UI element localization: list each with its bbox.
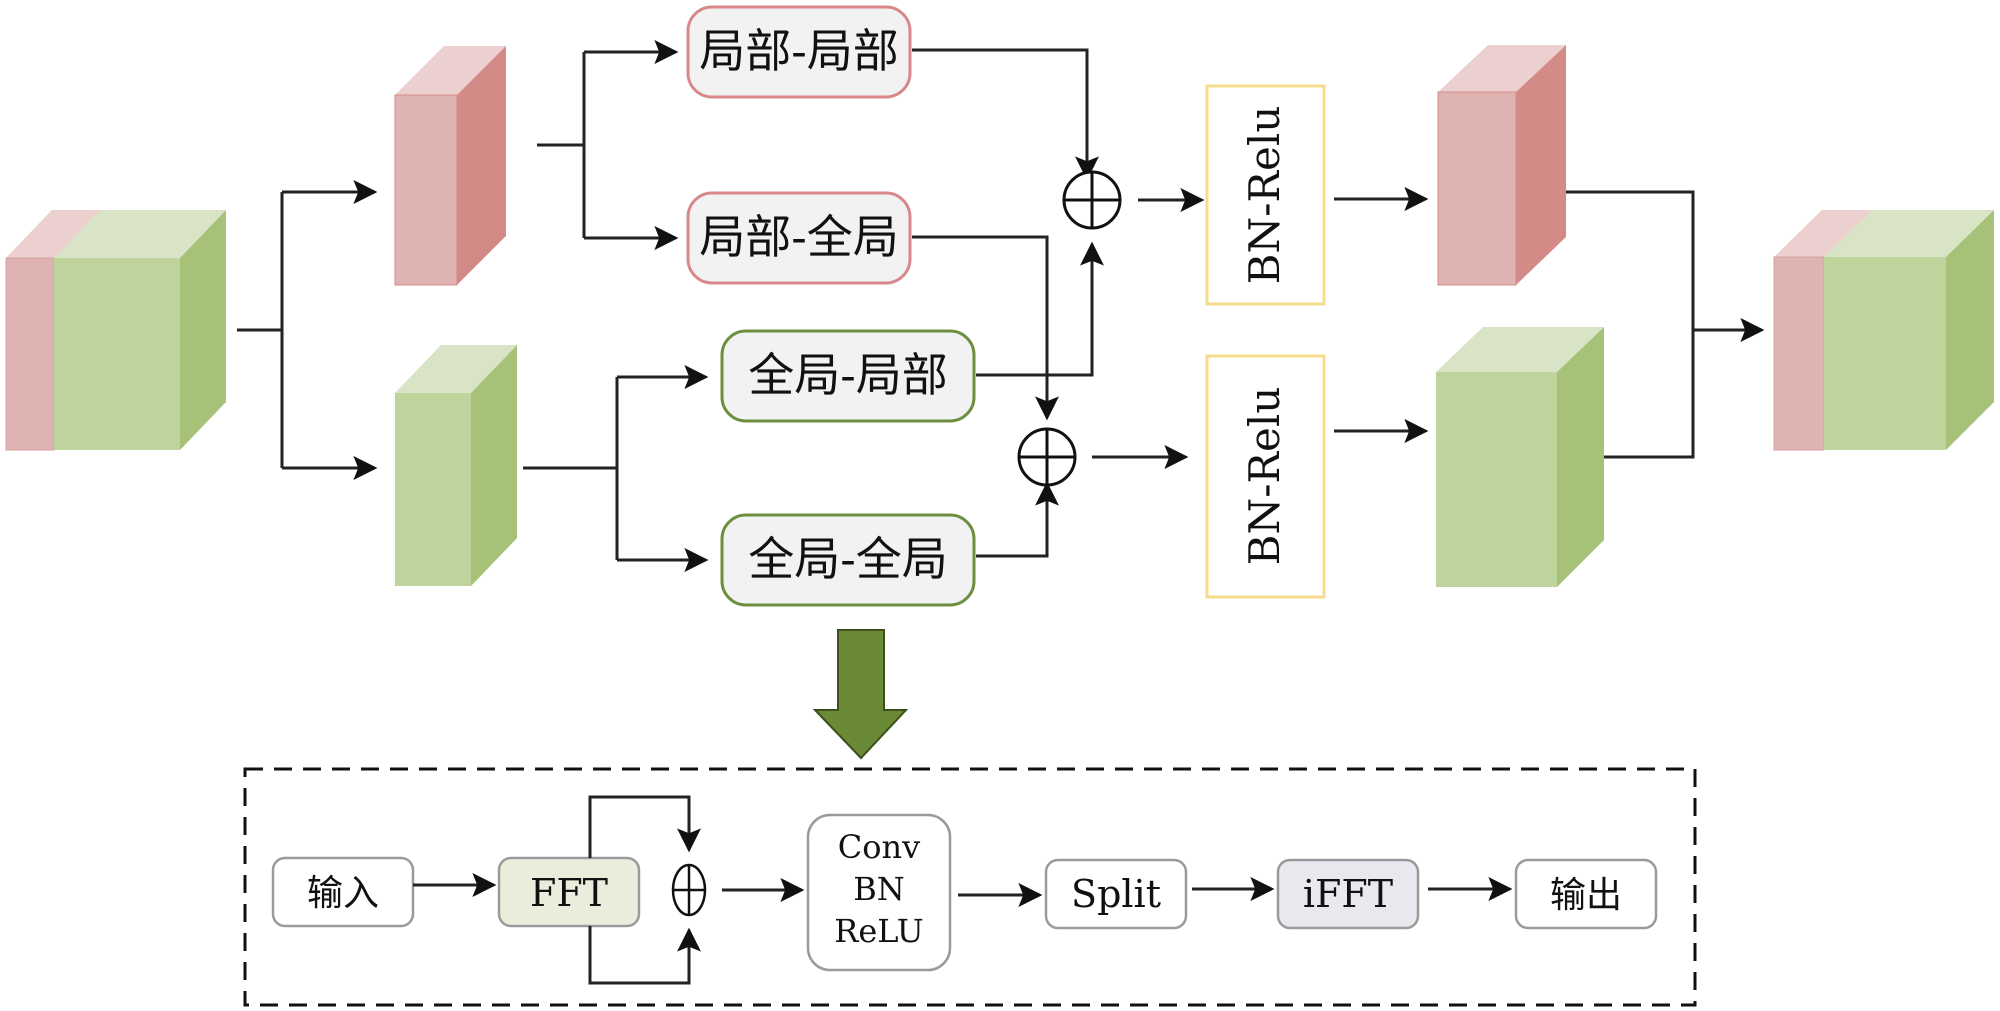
local-feature-tensor — [394, 46, 506, 286]
add-icon-bottom — [1017, 427, 1077, 487]
input-split-connector — [237, 180, 378, 480]
node-input: 输入 — [271, 856, 415, 928]
merge-connector — [1566, 190, 1765, 459]
node-split-label: Split — [1071, 872, 1161, 916]
op-global-global: 全局-全局 — [720, 513, 976, 607]
node-output-label: 输出 — [1550, 875, 1622, 916]
node-ifft: iFFT — [1276, 858, 1420, 930]
adder-connections — [912, 48, 1104, 558]
fft-detail-frame — [243, 767, 1697, 1007]
add-icon-fft — [671, 863, 707, 917]
node-split: Split — [1044, 858, 1188, 930]
node-conv-line-1: Conv — [838, 828, 920, 866]
op-global-global-label: 全局-全局 — [748, 532, 948, 586]
node-conv-bn-relu: Conv BN ReLU — [806, 813, 952, 972]
node-conv-line-2: BN — [853, 870, 905, 908]
add-icon-top — [1062, 170, 1122, 230]
node-output: 输出 — [1514, 858, 1658, 930]
op-local-local-label: 局部-局部 — [699, 24, 899, 78]
global-feature-tensor — [395, 345, 517, 586]
node-input-label: 输入 — [307, 873, 379, 914]
bn-relu-top: BN-Relu — [1205, 84, 1326, 306]
input-tensor — [5, 210, 226, 451]
op-local-global: 局部-全局 — [686, 191, 912, 285]
node-fft-label: FFT — [530, 871, 608, 915]
local-output-tensor — [1437, 45, 1566, 286]
local-split-connector — [537, 40, 679, 250]
bn-relu-bottom: BN-Relu — [1205, 354, 1326, 599]
fft-upper-branch — [588, 795, 701, 858]
op-global-local-label: 全局-局部 — [748, 348, 948, 402]
op-local-local: 局部-局部 — [686, 5, 912, 99]
global-output-tensor — [1436, 327, 1604, 587]
bn-relu-bottom-label: BN-Relu — [1240, 387, 1289, 566]
node-ifft-label: iFFT — [1303, 872, 1393, 916]
fft-lower-branch — [588, 926, 701, 985]
expand-arrow-icon — [812, 629, 909, 760]
node-conv-line-3: ReLU — [834, 912, 924, 950]
op-global-local: 全局-局部 — [720, 329, 976, 423]
global-split-connector — [523, 365, 709, 572]
output-tensor — [1773, 210, 1994, 451]
op-local-global-label: 局部-全局 — [699, 210, 899, 264]
node-fft: FFT — [497, 856, 641, 928]
bn-relu-top-label: BN-Relu — [1240, 106, 1289, 285]
